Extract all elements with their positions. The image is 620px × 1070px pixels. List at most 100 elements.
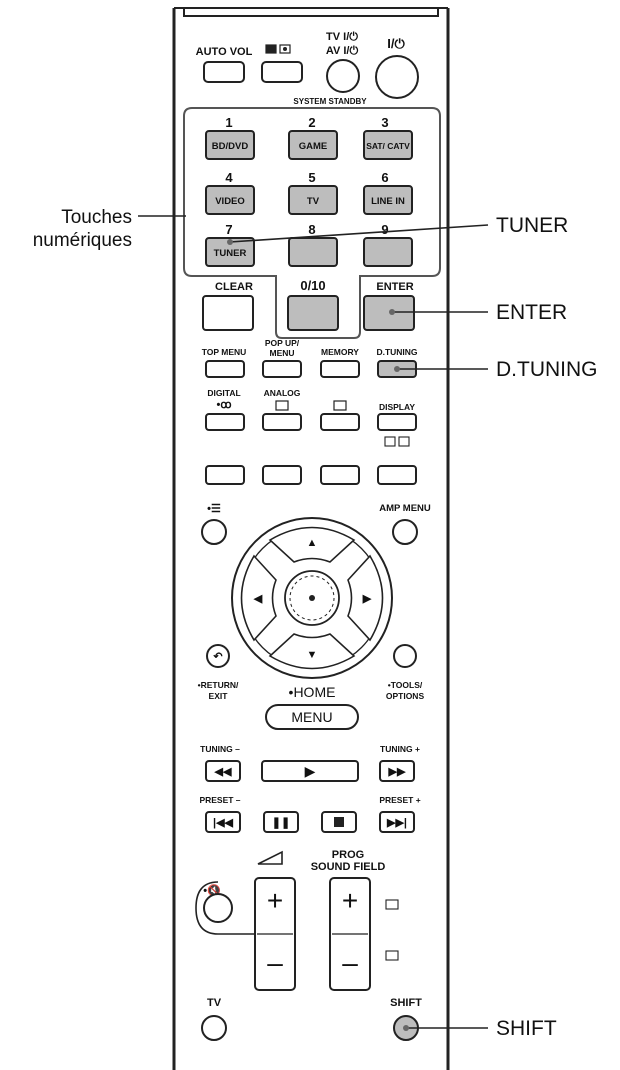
callout-d-tuning: D.TUNING [496,358,598,381]
remote-top-edge [174,7,448,17]
digital-button[interactable] [205,413,245,431]
clear-label: CLEAR [215,281,253,293]
nav-up-arrow-icon: ▲ [307,537,318,549]
video-label: VIDEO [215,196,245,207]
num-8: 8 [308,222,315,237]
home-menu-button[interactable] [265,704,359,730]
amp-menu-button[interactable] [392,519,418,545]
callout-touches-2: numériques [33,230,132,251]
num-9: 9 [381,222,388,237]
bd-dvd-button[interactable] [205,130,255,160]
pause-icon: ❚❚ [272,817,290,829]
av-power-button[interactable] [326,59,360,93]
nav-right-arrow-icon: ▶ [362,593,372,605]
display-button[interactable] [377,413,417,431]
nav-down-button[interactable] [268,633,356,670]
tv-button[interactable] [201,1015,227,1041]
sat-catv-button[interactable] [363,130,413,160]
play-button[interactable] [261,760,359,782]
prog-plus: + [342,885,358,916]
memory-button[interactable] [320,360,360,378]
num-8-button[interactable] [288,237,338,267]
prog-down-icon [385,950,399,961]
return-label-2: EXIT [209,691,229,701]
blue-button[interactable] [377,465,417,485]
enter-label: ENTER [376,281,413,293]
next-button[interactable] [379,811,415,833]
auto-vol-button[interactable] [203,61,245,83]
mute-button[interactable] [203,893,233,923]
callout-d-tuning-dot [394,366,400,372]
popup-label-2: MENU [269,348,294,358]
callout-tuner-line [229,224,489,243]
callout-shift-dot [403,1025,409,1031]
subtitle-icon [275,400,289,411]
num-7: 7 [225,222,232,237]
input-button[interactable] [261,61,303,83]
stop-icon [334,817,344,827]
callout-tuner: TUNER [496,214,568,237]
num-9-button[interactable] [363,237,413,267]
tuner-button[interactable] [205,237,255,267]
fast-forward-button[interactable] [379,760,415,782]
popup-menu-button[interactable] [262,360,302,378]
line-in-button[interactable] [363,185,413,215]
tuning-plus-label: TUNING + [380,744,420,754]
auto-vol-label: AUTO VOL [196,46,253,58]
nav-select-dot [309,595,315,601]
callout-tuner-dot [227,239,233,245]
red-button[interactable] [205,465,245,485]
home-label: •HOME [289,684,336,700]
nav-right-button[interactable] [347,554,384,642]
tv-label: TV [307,196,320,207]
system-standby-label: SYSTEM STANDBY [293,97,367,106]
rewind-button[interactable] [205,760,241,782]
main-power-button[interactable] [375,55,419,99]
game-button[interactable] [288,130,338,160]
tv-button[interactable] [288,185,338,215]
main-power-label: I/⏻ [387,36,405,51]
prev-icon: |◀◀ [213,817,234,829]
options-button[interactable] [201,519,227,545]
clear-button[interactable] [202,295,254,331]
shift-small-label: SHIFT [390,997,422,1009]
analog-button[interactable] [262,413,302,431]
rewind-icon: ◀◀ [214,766,232,778]
return-label-1: •RETURN/ [198,680,239,690]
play-icon: ▶ [305,763,316,779]
display-label: DISPLAY [379,402,415,412]
top-menu-label: TOP MENU [202,347,247,357]
bd-dvd-label: BD/DVD [212,141,249,152]
return-icon: ↶ [212,651,223,663]
zero-button[interactable] [287,295,339,331]
enter-button[interactable] [363,295,415,331]
nav-down-arrow-icon: ▼ [307,649,318,661]
nav-left-button[interactable] [240,554,277,642]
video-button[interactable] [205,185,255,215]
yellow-button[interactable] [320,465,360,485]
top-menu-button[interactable] [205,360,245,378]
nav-select-inner [289,575,335,621]
callout-shift: SHIFT [496,1017,557,1040]
green-button[interactable] [262,465,302,485]
game-label: GAME [299,141,328,152]
prev-button[interactable] [205,811,241,833]
num-1: 1 [225,115,232,130]
digital-icon: •ꝏ [216,399,231,411]
nav-up-button[interactable] [268,526,356,563]
num-3: 3 [381,115,388,130]
popup-label-1: POP UP/ [265,338,300,348]
num-6: 6 [381,170,388,185]
return-button[interactable] [206,644,230,668]
pause-button[interactable] [263,811,299,833]
nav-left-arrow-icon: ◀ [253,593,263,605]
home-menu-label: MENU [291,709,332,725]
angle-button[interactable] [320,413,360,431]
fast-forward-icon: ▶▶ [388,766,406,778]
tools-button[interactable] [393,644,417,668]
av-power-label: AV I/⏻ [326,44,359,57]
mute-outline [195,881,254,935]
sat-catv-label: SAT/ CATV [366,141,410,151]
num-4: 4 [225,170,233,185]
prog-label: PROG [332,849,364,861]
